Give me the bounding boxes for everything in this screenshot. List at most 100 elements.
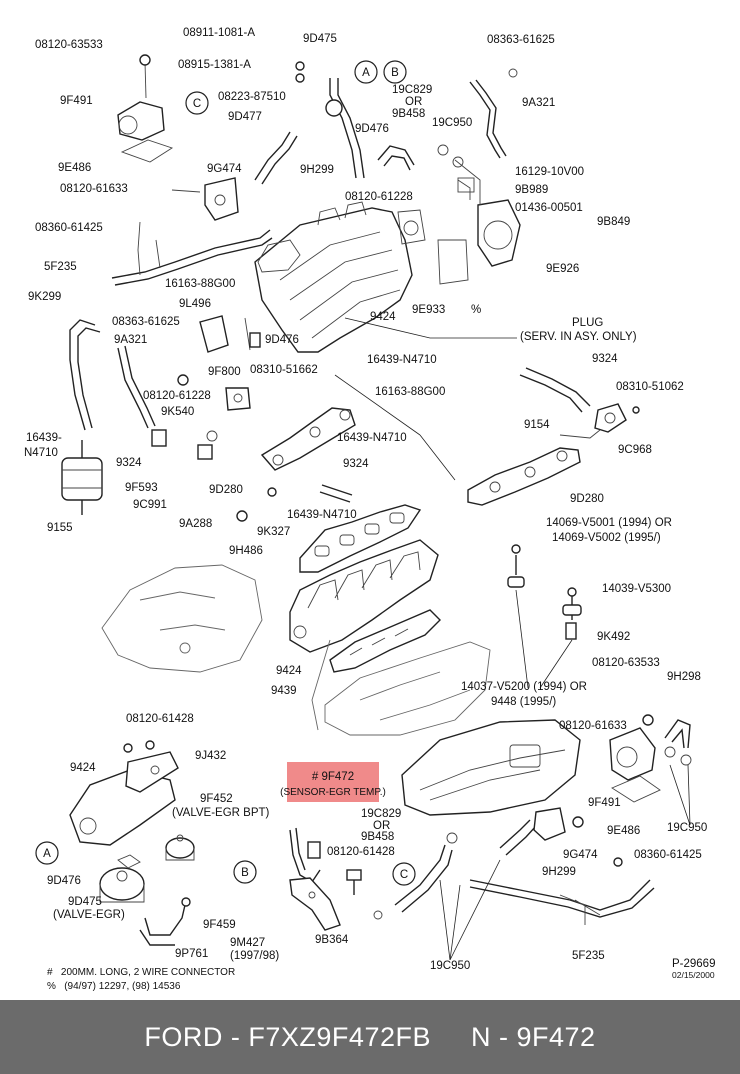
part-label-16129-10V00: 16129-10V00 <box>515 166 584 178</box>
upper-assembly-drawing <box>61 54 640 736</box>
part-label-16163-88G00-top: 16163-88G00 <box>165 278 235 290</box>
oem-part-number: FORD - F7XZ9F472FB <box>144 1021 431 1052</box>
part-label-9D280-right: 9D280 <box>570 493 604 505</box>
part-label-08223-87510: 08223-87510 <box>218 91 286 103</box>
callout-B-top: B <box>383 60 407 84</box>
part-label-19C829-top: 19C829 <box>392 84 432 96</box>
part-label-9B989: 9B989 <box>515 184 548 196</box>
part-label-9155: 9155 <box>47 522 73 534</box>
part-label-16163-88G00-mid: 16163-88G00 <box>375 386 445 398</box>
date-code: 02/15/2000 <box>672 970 715 980</box>
part-label-9K540: 9K540 <box>161 406 194 418</box>
callout-A-top: A <box>354 60 378 84</box>
part-label-9C968: 9C968 <box>618 444 652 456</box>
callout-letter: A <box>43 848 51 860</box>
callout-letter: C <box>400 869 408 881</box>
callout-C-low: C <box>392 862 416 886</box>
part-label-9424-mid: 9424 <box>276 665 302 677</box>
callout-A-low: A <box>35 841 59 865</box>
part-label-5F235-right: 5F235 <box>572 950 605 962</box>
part-label-9448: 9448 (1995/) <box>491 696 556 708</box>
part-label-9A321-top: 9A321 <box>522 97 555 109</box>
part-label-9E933: 9E933 <box>412 304 445 316</box>
exploded-parts-diagram: 08120-63533 08911-1081-A 9D475 08363-61625 0… <box>24 27 715 992</box>
part-label-08310-51662-top: 08310-51662 <box>250 364 318 376</box>
part-label-08120-61228-mid: 08120-61228 <box>143 390 211 402</box>
part-label-9B849: 9B849 <box>597 216 630 228</box>
part-number-footer: FORD - F7XZ9F472FB N - 9F472 <box>0 1000 740 1074</box>
highlight-box <box>287 762 379 802</box>
part-label-9D280-left: 9D280 <box>209 484 243 496</box>
part-label-9K327: 9K327 <box>257 526 290 538</box>
part-label-OR-low: OR <box>373 820 390 832</box>
part-label-1997-98: (1997/98) <box>230 950 279 962</box>
part-label-9324-left: 9324 <box>116 457 142 469</box>
part-label-08120-61228-top: 08120-61228 <box>345 191 413 203</box>
part-label-9J432: 9J432 <box>195 750 226 762</box>
callout-circle <box>354 60 378 84</box>
highlight-part-desc: (SENSOR-EGR TEMP.) <box>280 787 386 798</box>
part-label-SERV-IN-ASY: (SERV. IN ASY. ONLY) <box>520 331 637 343</box>
part-label-9H299-top: 9H299 <box>300 164 334 176</box>
callout-letter: B <box>391 67 399 79</box>
part-label-PLUG: PLUG <box>572 317 603 329</box>
part-label-9D476-mid: 9D476 <box>265 334 299 346</box>
part-label-9154: 9154 <box>524 419 550 431</box>
part-label-percent-mark-top: % <box>471 304 481 316</box>
part-label-9324-mid: 9324 <box>343 458 369 470</box>
part-label-N4710-left: N4710 <box>24 447 58 459</box>
part-label-9F452: 9F452 <box>200 793 233 805</box>
part-label-9B364: 9B364 <box>315 934 349 946</box>
callout-C-top: C <box>185 91 209 115</box>
part-label-14037-V5200: 14037-V5200 (1994) OR <box>461 681 587 693</box>
part-label-19C829-low: 19C829 <box>361 808 401 820</box>
callout-circle <box>233 860 257 884</box>
part-label-5F235-top: 5F235 <box>44 261 77 273</box>
part-label-9B458-top: 9B458 <box>392 108 425 120</box>
part-label-9K299: 9K299 <box>28 291 61 303</box>
part-label-08363-61625-top: 08363-61625 <box>487 34 555 46</box>
part-label-9D476-low: 9D476 <box>47 875 81 887</box>
part-label-14069-V5002: 14069-V5002 (1995/) <box>552 532 661 544</box>
part-label-9F800: 9F800 <box>208 366 241 378</box>
part-number-labels: 08120-63533 08911-1081-A 9D475 08363-61625 0… <box>24 27 715 972</box>
part-label-9E486-right: 9E486 <box>607 825 640 837</box>
part-label-08120-61428-mid: 08120-61428 <box>327 846 395 858</box>
part-label-9G474-top: 9G474 <box>207 163 242 175</box>
part-label-08360-61425-right: 08360-61425 <box>634 849 702 861</box>
part-label-9C991: 9C991 <box>133 499 167 511</box>
highlighted-part-callout[interactable]: # 9F472 (SENSOR-EGR TEMP.) <box>280 762 386 802</box>
part-label-08120-63533-right: 08120-63533 <box>592 657 660 669</box>
part-label-08120-61633-right: 08120-61633 <box>559 720 627 732</box>
part-label-9D475-low: 9D475 <box>68 896 102 908</box>
part-label-9A288: 9A288 <box>179 518 212 530</box>
callout-circle <box>185 91 209 115</box>
callout-letter: A <box>362 67 370 79</box>
callout-circle <box>383 60 407 84</box>
part-label-08911-1081-A: 08911-1081-A <box>183 27 255 39</box>
part-label-9D476-top: 9D476 <box>355 123 389 135</box>
part-label-16439-left: 16439- <box>26 432 62 444</box>
footnote-note-percent: % (94/97) 12297, (98) 14536 <box>47 981 181 992</box>
part-label-08915-1381-A: 08915-1381-A <box>178 59 251 71</box>
lower-assembly-drawing <box>69 714 692 961</box>
part-label-08120-63533: 08120-63533 <box>35 39 103 51</box>
part-label-08360-61425-top: 08360-61425 <box>35 222 103 234</box>
part-label-9F459: 9F459 <box>203 919 236 931</box>
part-label-14039-V5300: 14039-V5300 <box>602 583 671 595</box>
part-label-16439-N4710-mid: 16439-N4710 <box>337 432 407 444</box>
part-label-16439-N4710-top: 16439-N4710 <box>367 354 437 366</box>
part-label-16439-N4710-low: 16439-N4710 <box>287 509 357 521</box>
callout-letter: B <box>241 867 249 879</box>
part-label-9B458-low: 9B458 <box>361 831 394 843</box>
part-label-9324-top: 9324 <box>592 353 618 365</box>
part-label-08120-61428-left: 08120-61428 <box>126 713 194 725</box>
part-label-9F593: 9F593 <box>125 482 158 494</box>
part-label-9A321-mid: 9A321 <box>114 334 147 346</box>
part-label-P-29669: P-29669 <box>672 958 715 970</box>
part-label-9H298: 9H298 <box>667 671 701 683</box>
part-label-9H299-right: 9H299 <box>542 866 576 878</box>
part-label-9D477: 9D477 <box>228 111 262 123</box>
part-label-08363-61625-mid: 08363-61625 <box>112 316 180 328</box>
part-label-9H486: 9H486 <box>229 545 263 557</box>
